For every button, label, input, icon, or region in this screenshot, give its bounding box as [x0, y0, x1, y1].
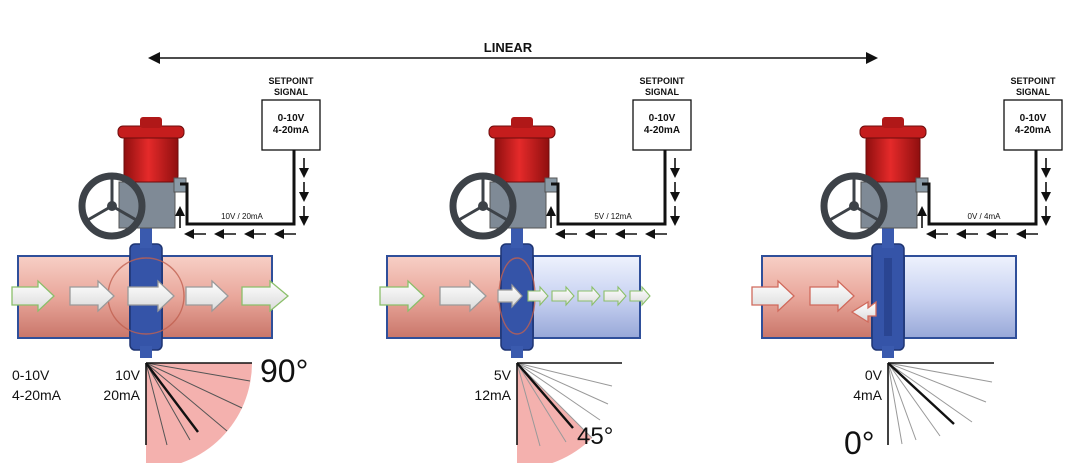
valve-stem [140, 226, 152, 248]
setpoint-range-voltage: 0-10V [1020, 113, 1047, 124]
handwheel-icon [449, 172, 517, 240]
valve-base [140, 346, 152, 358]
signal-arrows [175, 158, 309, 239]
handwheel-icon [820, 172, 888, 240]
flow-arrow-icon [185, 279, 229, 313]
butterfly-disc-icon [884, 258, 892, 336]
angle-pointer [516, 362, 574, 429]
flow-arrow-icon [527, 285, 549, 307]
flow-arrow-icon [439, 279, 487, 313]
signal-wire [922, 150, 1038, 226]
setpoint-title-line-2: SIGNAL [645, 87, 680, 97]
setpoint-range-current: 4-20mA [1015, 125, 1051, 136]
feedback-label: 5V / 12mA [594, 212, 632, 221]
opening-angle-sector [146, 363, 252, 463]
setpoint-title-line-1: SETPOINT [639, 76, 685, 86]
input-current-label: 20mA [103, 387, 140, 403]
valve-base [882, 346, 894, 358]
flow-arrow-icon [751, 279, 795, 313]
linear-indicator: LINEAR [148, 40, 878, 64]
input-voltage-label: 10V [115, 367, 141, 383]
valve-stem [511, 226, 523, 248]
valve-state-1: SETPOINT SIGNAL 0-10V 4-20mA 10V / 20mA [11, 76, 321, 463]
valve-state-3: SETPOINT SIGNAL 0-10V 4-20mA 0V / 4mA 0V [751, 76, 1063, 461]
flow-arrow-icon [551, 285, 575, 307]
input-voltage-label: 0V [865, 367, 883, 383]
input-current-label: 4mA [853, 387, 882, 403]
range-label-voltage: 0-10V [12, 367, 50, 383]
setpoint-title-line-2: SIGNAL [1016, 87, 1051, 97]
flow-arrow-icon [11, 279, 55, 313]
angle-label: 45° [577, 423, 613, 450]
flow-arrow-icon [577, 285, 601, 307]
valve-base [511, 346, 523, 358]
setpoint-title-line-2: SIGNAL [274, 87, 309, 97]
flow-arrow-icon [379, 279, 425, 313]
feedback-label: 0V / 4mA [968, 212, 1002, 221]
setpoint-signal-box [1003, 99, 1063, 151]
angle-pointer [145, 362, 199, 433]
flow-arrow-icon [69, 279, 115, 313]
setpoint-range-current: 4-20mA [644, 125, 680, 136]
linear-arrow-right-icon [866, 52, 878, 64]
flow-arrow-icon [603, 285, 627, 307]
range-label-current: 4-20mA [12, 387, 62, 403]
angle-gauge-lines [145, 362, 251, 446]
flow-arrow-icon [809, 279, 855, 313]
feedback-label: 10V / 20mA [221, 212, 263, 221]
input-voltage-label: 5V [494, 367, 512, 383]
flow-arrows [379, 279, 651, 313]
signal-wire [180, 150, 296, 226]
angle-label: 90° [260, 353, 308, 389]
valve-stem [882, 226, 894, 248]
actuator-icon [859, 117, 929, 229]
flow-arrows [11, 279, 290, 313]
flow-arrow-icon [497, 283, 523, 309]
setpoint-title-line-1: SETPOINT [268, 76, 314, 86]
flow-arrow-icon [127, 279, 175, 313]
angle-label: 0° [844, 425, 875, 461]
angle-gauge-lines [516, 362, 613, 447]
linear-arrow-left-icon [148, 52, 160, 64]
angle-pointer [887, 362, 955, 425]
angle-gauge-lines [887, 362, 993, 445]
actuator-icon [488, 117, 558, 229]
setpoint-range-voltage: 0-10V [278, 113, 305, 124]
handwheel-icon [78, 172, 146, 240]
signal-arrows [546, 158, 680, 239]
setpoint-signal-box [261, 99, 321, 151]
input-current-label: 12mA [474, 387, 511, 403]
signal-wire [551, 150, 667, 226]
setpoint-signal-box [632, 99, 692, 151]
pipe-downstream [903, 255, 1017, 339]
flow-arrow-icon [241, 279, 290, 313]
setpoint-title-line-1: SETPOINT [1010, 76, 1056, 86]
flow-arrow-icon [629, 285, 651, 307]
signal-arrows [917, 158, 1051, 239]
linear-label: LINEAR [484, 40, 533, 55]
valve-state-2: SETPOINT SIGNAL 0-10V 4-20mA 5V / 12mA [379, 76, 692, 463]
opening-angle-sector [517, 363, 592, 463]
flow-arrow-back-icon [850, 300, 877, 324]
setpoint-range-voltage: 0-10V [649, 113, 676, 124]
flow-arrows [751, 279, 877, 324]
actuator-icon [117, 117, 187, 229]
setpoint-range-current: 4-20mA [273, 125, 309, 136]
